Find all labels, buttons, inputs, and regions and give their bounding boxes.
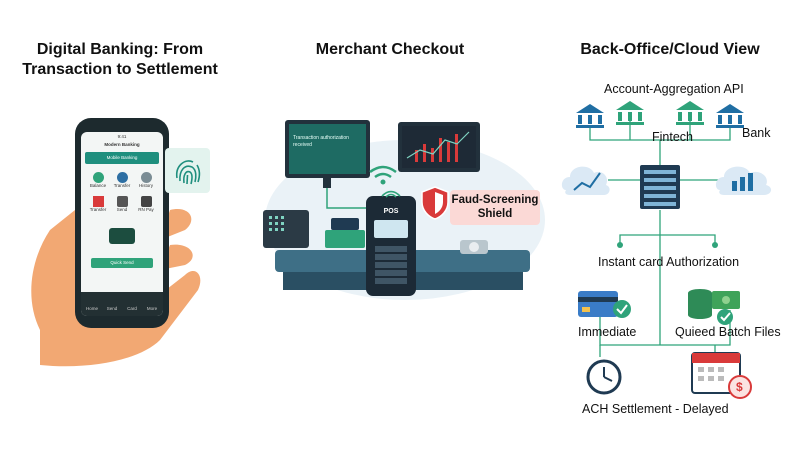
monitor-text-2: received bbox=[293, 142, 312, 148]
tile-transfer-2[interactable]: Transfer bbox=[87, 196, 109, 212]
bank-label: Bank bbox=[742, 126, 771, 140]
left-title-line-1: Digital Banking: From bbox=[36, 41, 204, 58]
tile-history[interactable]: History bbox=[135, 172, 157, 188]
tile-label: Transfer bbox=[113, 183, 131, 188]
left-title-line-2: Transaction to Settlement bbox=[22, 61, 218, 78]
quick-send-button[interactable]: Quick Send bbox=[91, 258, 153, 268]
fraud-screening-shield-label: Faud-Screening Shield bbox=[450, 190, 540, 225]
transfer-icon bbox=[116, 172, 128, 183]
shield-label-line-2: Shield bbox=[477, 208, 513, 220]
quick-send-label: Quick Send bbox=[110, 260, 134, 265]
app-header-label: Mobile Banking bbox=[106, 155, 138, 160]
shield-label-line-1: Faud-Screening bbox=[451, 194, 539, 206]
middle-panel-title: Merchant Checkout bbox=[315, 41, 465, 58]
nav-home[interactable]: Home bbox=[85, 306, 98, 311]
left-panel-title: Digital Banking: From Transaction to Set… bbox=[20, 40, 220, 80]
authorization-label: Instant card Authorization bbox=[598, 255, 740, 269]
bottom-nav: Home Send Card More bbox=[81, 292, 163, 316]
shield-icon bbox=[421, 186, 449, 220]
balance-icon bbox=[92, 172, 104, 183]
tile-balance[interactable]: Balance bbox=[87, 172, 109, 188]
nav-card[interactable]: Card bbox=[127, 306, 137, 311]
tile-label: History bbox=[138, 183, 153, 188]
pos-screen bbox=[374, 220, 408, 238]
pay-icon bbox=[140, 196, 152, 207]
svg-text:$: $ bbox=[736, 380, 743, 394]
history-icon bbox=[140, 172, 152, 183]
tile-label: Send bbox=[116, 207, 128, 212]
app-header: Mobile Banking bbox=[85, 152, 159, 164]
tile-send[interactable]: Send bbox=[111, 196, 133, 212]
status-bar: 9:41 bbox=[117, 134, 127, 139]
tile-label: Transfer bbox=[89, 207, 107, 212]
immediate-label: Immediate bbox=[578, 325, 637, 339]
smartphone: 9:41 Modern Banking Mobile Banking Balan… bbox=[75, 118, 169, 328]
pos-terminal[interactable]: POS bbox=[366, 196, 416, 296]
tile-transfer[interactable]: Transfer bbox=[111, 172, 133, 188]
tile-pay[interactable]: RN Pay bbox=[135, 196, 157, 212]
tile-label: RN Pay bbox=[138, 207, 154, 212]
api-label: Account-Aggregation API bbox=[604, 82, 744, 96]
phone-screen: 9:41 Modern Banking Mobile Banking Balan… bbox=[81, 132, 163, 316]
tile-label: Balance bbox=[89, 183, 107, 188]
send-icon bbox=[116, 196, 128, 207]
wallet-icon bbox=[109, 228, 135, 244]
ach-settlement-label: ACH Settlement - Delayed bbox=[582, 402, 729, 416]
app-name: Modern Banking bbox=[104, 142, 140, 147]
pos-label: POS bbox=[383, 208, 399, 215]
nav-more[interactable]: More bbox=[146, 306, 158, 311]
right-panel-title: Back-Office/Cloud View bbox=[580, 41, 760, 58]
backoffice-network-diagram: $ bbox=[561, 101, 772, 399]
pos-wireless-icon bbox=[381, 190, 401, 198]
nav-send[interactable]: Send bbox=[106, 306, 118, 311]
pos-keypad bbox=[375, 244, 407, 284]
fingerprint-icon bbox=[165, 148, 210, 193]
bill-icon bbox=[92, 196, 104, 207]
batch-files-label: Quieed Batch Files bbox=[675, 325, 781, 339]
monitor-text-1: Transaction authorization bbox=[293, 135, 349, 141]
bank-icon bbox=[576, 104, 604, 128]
fintech-label: Fintech bbox=[652, 130, 693, 144]
